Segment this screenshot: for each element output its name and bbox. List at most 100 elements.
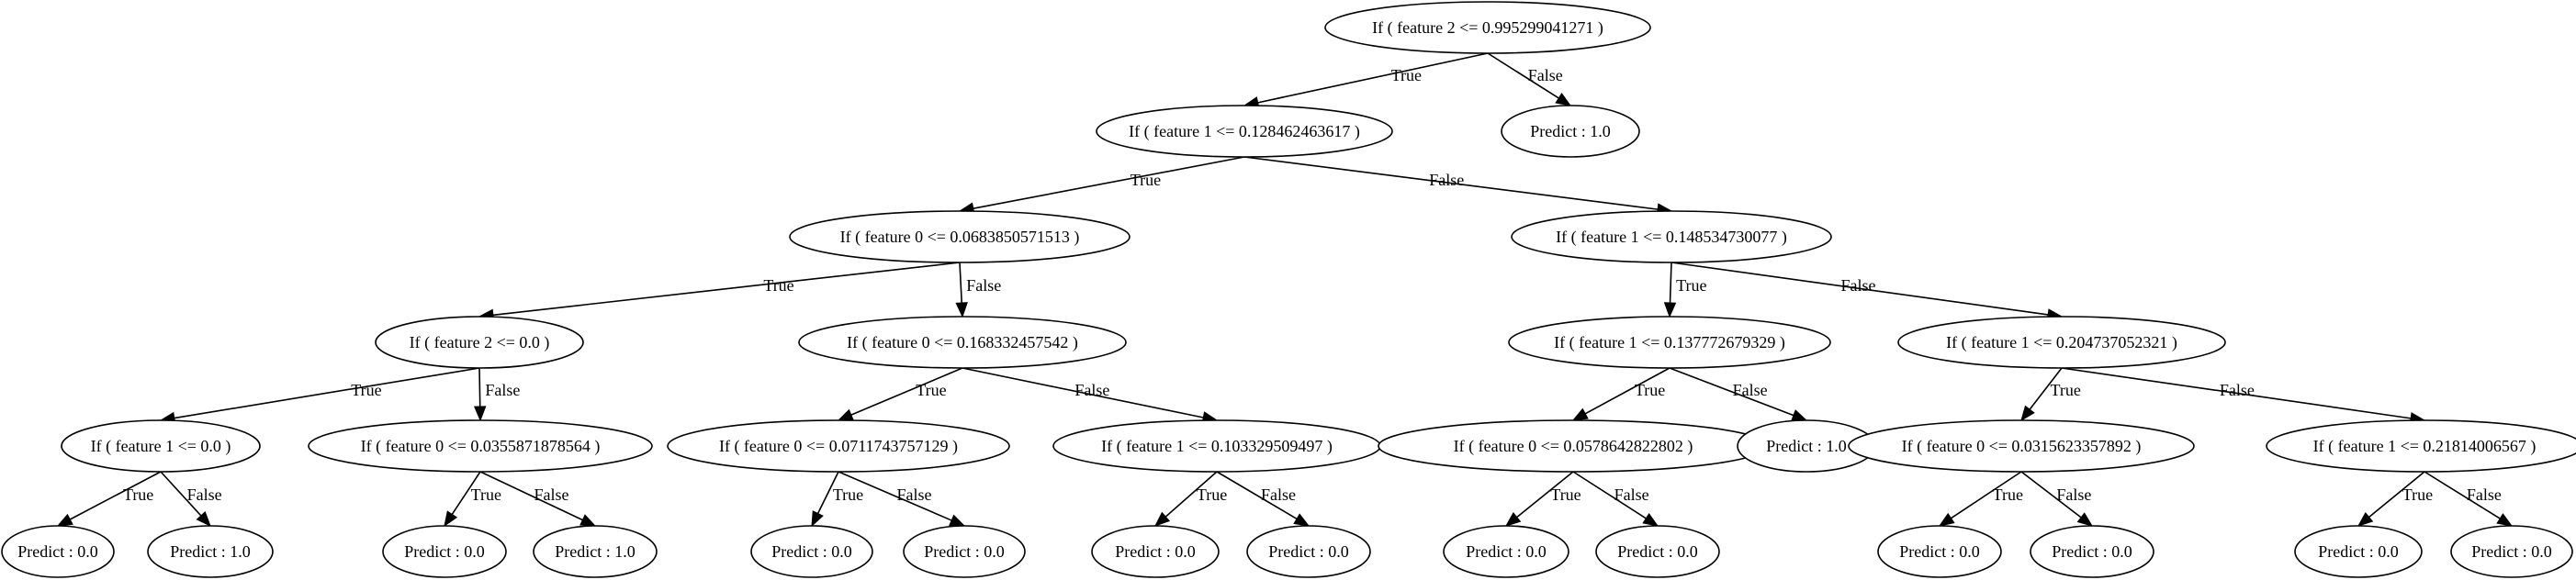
tree-node-n21: Predict : 0.0 xyxy=(750,525,873,578)
tree-node-n30: Predict : 0.0 xyxy=(2450,525,2573,578)
arrowhead xyxy=(2357,511,2374,527)
edge-n6-n12: False xyxy=(962,367,1219,424)
arrowhead xyxy=(811,510,824,528)
edge-n15-n27: True xyxy=(1938,471,2023,527)
edge-n4-n7: True xyxy=(1663,262,1707,318)
edge-label: True xyxy=(471,485,501,504)
node-ellipse xyxy=(533,525,658,578)
edge-label: False xyxy=(534,485,569,504)
node-label: Predict : 0.0 xyxy=(17,542,98,561)
arrowhead xyxy=(1642,512,1659,527)
edge-n5-n9: True xyxy=(159,367,480,425)
node-label: If ( feature 1 <= 0.204737052321 ) xyxy=(1946,333,2177,352)
tree-node-n0: If ( feature 2 <= 0.995299041271 ) xyxy=(1324,1,1651,54)
edge-label: False xyxy=(1614,485,1649,504)
tree-node-n18: Predict : 1.0 xyxy=(147,525,274,578)
node-ellipse xyxy=(1324,1,1651,54)
node-label: Predict : 1.0 xyxy=(170,542,251,561)
node-label: Predict : 0.0 xyxy=(1268,542,1349,561)
edge-line xyxy=(1669,367,1794,417)
node-label: If ( feature 2 <= 0.995299041271 ) xyxy=(1372,18,1603,38)
edge-line xyxy=(1516,471,1574,519)
edge-n5-n10: False xyxy=(473,367,520,422)
edge-n12-n23: True xyxy=(1153,471,1227,527)
tree-node-n23: Predict : 0.0 xyxy=(1091,525,1220,578)
arrowhead xyxy=(955,302,968,318)
node-label: If ( feature 1 <= 0.21814006567 ) xyxy=(2313,437,2537,456)
edge-line xyxy=(2061,367,2412,419)
edge-n8-n15: True xyxy=(2020,367,2081,422)
edge-n1-n3: True xyxy=(958,156,1245,215)
node-ellipse xyxy=(1096,105,1393,158)
arrowhead xyxy=(2020,405,2035,422)
edge-line xyxy=(962,367,1204,418)
node-ellipse xyxy=(789,210,1131,263)
edge-n10-n20: False xyxy=(479,471,597,527)
arrowhead xyxy=(196,511,211,527)
edge-line xyxy=(1243,156,1659,210)
node-ellipse xyxy=(2294,525,2423,578)
node-label: Predict : 0.0 xyxy=(1617,542,1698,561)
edge-n0-n2: False xyxy=(1487,52,1572,106)
edge-label: False xyxy=(187,485,222,504)
edge-line xyxy=(973,156,1245,209)
edge-line xyxy=(174,367,480,419)
tree-node-n2: Predict : 1.0 xyxy=(1501,105,1640,158)
tree-node-n15: If ( feature 0 <= 0.0315623357892 ) xyxy=(1848,419,2195,473)
edge-n10-n19: True xyxy=(444,471,501,528)
arrowhead xyxy=(473,406,487,422)
edge-n11-n22: False xyxy=(838,471,966,527)
edge-label: True xyxy=(1993,485,2023,504)
tree-node-n26: Predict : 0.0 xyxy=(1595,525,1720,578)
node-ellipse xyxy=(308,419,653,473)
node-label: If ( feature 0 <= 0.0355871878564 ) xyxy=(361,437,601,456)
edge-n6-n11: True xyxy=(837,367,963,421)
node-ellipse xyxy=(382,525,507,578)
edge-label: True xyxy=(1635,381,1665,399)
edge-label: True xyxy=(2402,485,2433,504)
arrowhead xyxy=(1504,512,1522,527)
tree-node-n9: If ( feature 1 <= 0.0 ) xyxy=(61,419,261,473)
node-ellipse xyxy=(2450,525,2573,578)
edge-n12-n24: False xyxy=(1216,471,1310,527)
edge-label: False xyxy=(2220,381,2255,399)
node-ellipse xyxy=(1508,316,1831,369)
edge-label: False xyxy=(1261,485,1296,504)
edge-label: False xyxy=(897,485,932,504)
edge-label: True xyxy=(1676,276,1706,295)
node-ellipse xyxy=(1897,316,2226,369)
node-label: If ( feature 0 <= 0.0711743757129 ) xyxy=(719,437,958,456)
edge-line xyxy=(479,471,583,521)
node-ellipse xyxy=(1877,525,2002,578)
edge-label: False xyxy=(2056,485,2091,504)
tree-node-n14: Predict : 1.0 xyxy=(1737,419,1876,473)
tree-node-n11: If ( feature 0 <= 0.0711743757129 ) xyxy=(667,419,1010,473)
edge-label: False xyxy=(1841,276,1876,295)
tree-node-n24: Predict : 0.0 xyxy=(1246,525,1371,578)
edge-label: True xyxy=(2051,381,2081,399)
edge-line xyxy=(838,471,952,521)
edge-line xyxy=(1951,471,2022,519)
edge-line xyxy=(1584,367,1670,415)
node-label: Predict : 1.0 xyxy=(555,542,636,561)
edge-line xyxy=(1487,52,1559,99)
tree-node-n10: If ( feature 0 <= 0.0355871878564 ) xyxy=(308,419,653,473)
node-label: Predict : 0.0 xyxy=(404,542,485,561)
node-label: Predict : 0.0 xyxy=(2471,542,2552,561)
node-label: Predict : 0.0 xyxy=(2052,542,2132,561)
tree-node-n27: Predict : 0.0 xyxy=(1877,525,2002,578)
edge-label: False xyxy=(485,381,520,399)
edge-line xyxy=(69,471,162,520)
tree-node-n13: If ( feature 0 <= 0.0578642822802 ) xyxy=(1378,419,1769,473)
arrowhead xyxy=(1293,513,1310,527)
tree-node-n3: If ( feature 0 <= 0.0683850571513 ) xyxy=(789,210,1131,263)
edge-line xyxy=(492,262,961,317)
tree-node-n28: Predict : 0.0 xyxy=(2030,525,2154,578)
edge-n8-n16: False xyxy=(2061,367,2426,425)
node-label: If ( feature 1 <= 0.103329509497 ) xyxy=(1101,437,1333,456)
node-ellipse xyxy=(375,316,584,369)
edge-label: True xyxy=(1550,485,1580,504)
node-ellipse xyxy=(1501,105,1640,158)
